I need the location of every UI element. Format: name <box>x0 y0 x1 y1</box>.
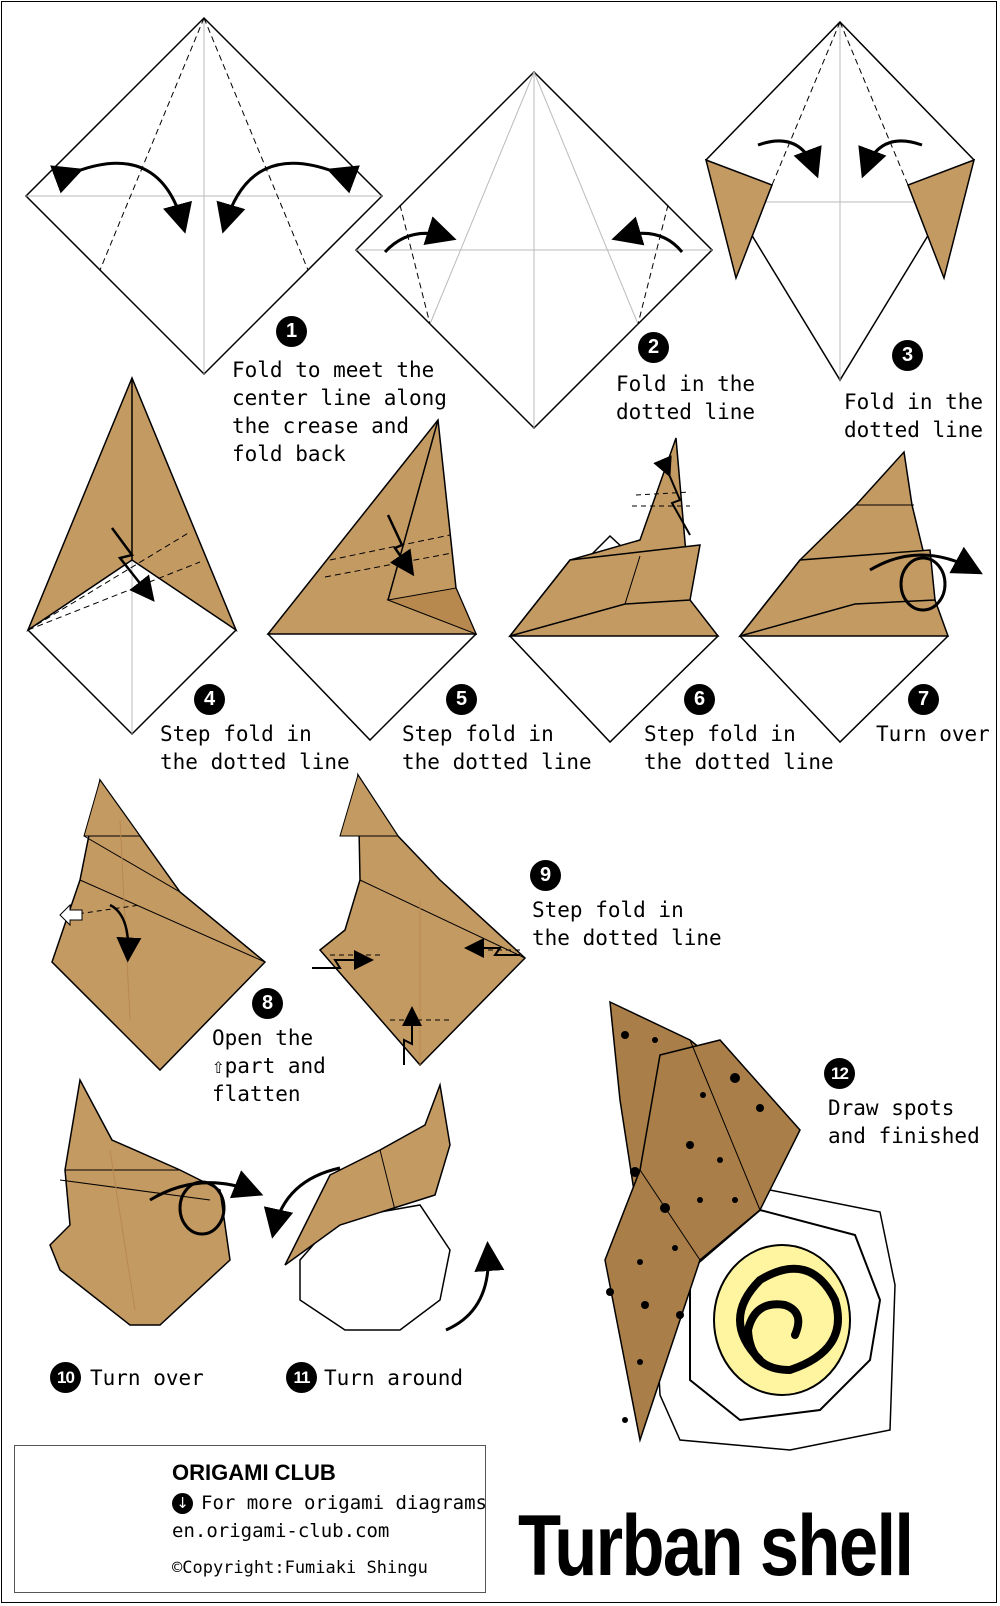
more-diagrams-text: For more origami diagrams <box>201 1492 487 1514</box>
step-6-label: Step fold in the dotted line <box>644 722 834 774</box>
step-10-label: Turn over <box>90 1366 204 1390</box>
step-6-diagram <box>507 437 720 744</box>
step-9-diagram <box>312 772 527 1067</box>
step-5-number: 5 <box>446 684 477 715</box>
footer-info-box <box>14 1445 486 1593</box>
step-1-label: Fold to meet the center line along the c… <box>232 358 447 466</box>
down-arrow-icon: ↓ <box>172 1492 193 1514</box>
step-5-label: Step fold in the dotted line <box>402 722 592 774</box>
step-11-label: Turn around <box>324 1366 464 1390</box>
step-7-label: Turn over <box>876 722 990 746</box>
step-7-diagram <box>737 450 983 744</box>
club-name: ORIGAMI CLUB <box>172 1460 336 1485</box>
step-1-diagram <box>24 16 384 376</box>
step-4-label: Step fold in the dotted line <box>160 722 350 774</box>
step-3-number: 3 <box>892 340 923 371</box>
step-1-number: 1 <box>276 316 307 347</box>
step-2-diagram <box>354 70 714 430</box>
step-2-number: 2 <box>638 332 669 363</box>
step-4-number: 4 <box>194 684 225 715</box>
site-url-link[interactable]: en.origami-club.com <box>172 1520 390 1542</box>
step-4-diagram <box>26 376 238 736</box>
step-2-label: Fold in the dotted line <box>616 372 756 424</box>
step-3-label: Fold in the dotted line <box>844 390 984 442</box>
step-7-number: 7 <box>908 684 939 715</box>
page-title: Turban shell <box>518 1498 914 1594</box>
step-8-diagram <box>51 778 267 1072</box>
step-12-label: Draw spots and finished <box>828 1096 980 1148</box>
step-3-diagram <box>704 20 976 382</box>
step-8-number: 8 <box>252 988 283 1019</box>
step-9-label: Step fold in the dotted line <box>532 898 722 950</box>
step-5-diagram <box>266 418 478 742</box>
step-12-finished-shell <box>604 1000 896 1451</box>
step-12-number: 12 <box>824 1058 855 1089</box>
step-11-diagram <box>263 1082 505 1332</box>
step-10-number: 10 <box>50 1362 81 1393</box>
step-9-number: 9 <box>530 860 561 891</box>
step-6-number: 6 <box>684 684 715 715</box>
step-11-number: 11 <box>286 1362 317 1393</box>
more-diagrams-link[interactable]: ↓ For more origami diagrams <box>172 1492 487 1514</box>
step-10-diagram <box>49 1077 264 1326</box>
step-8-label: Open the ⇧part and flatten <box>212 1026 326 1106</box>
copyright-text: ©Copyright:Fumiaki Shingu <box>172 1558 428 1578</box>
